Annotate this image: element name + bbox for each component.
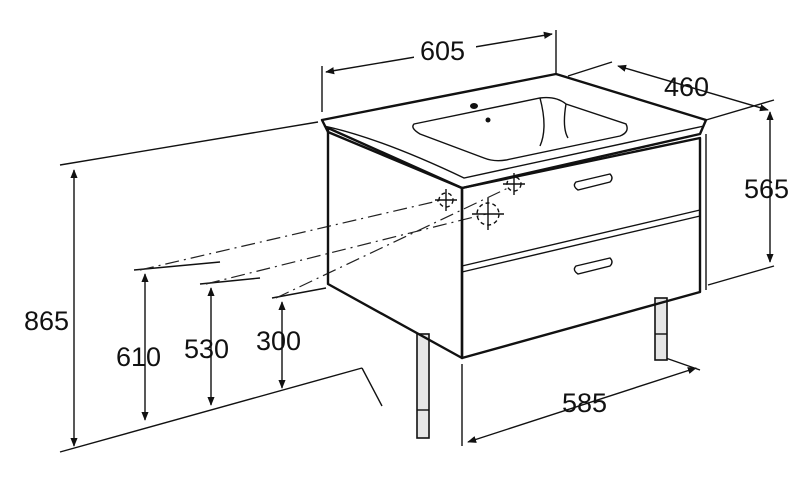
- label-530: 530: [184, 334, 229, 364]
- label-585: 585: [562, 388, 607, 418]
- tap-hole-icon: [470, 103, 478, 109]
- basin-top: [320, 72, 708, 190]
- drawer-divider: [461, 209, 701, 273]
- crosshair-icon-center: [472, 198, 504, 230]
- crosshair-icon-left: [435, 189, 457, 211]
- drain-icon: [485, 117, 491, 123]
- leg-front-left: [416, 333, 430, 439]
- drawer-handle-bottom-icon: [573, 257, 613, 275]
- label-605: 605: [420, 36, 465, 66]
- drawer-handle-top-icon: [573, 173, 613, 191]
- drawer-handles: [573, 173, 613, 275]
- cabinet-front-panel: [460, 136, 702, 360]
- countertop: [320, 72, 708, 190]
- cabinet-body: [326, 126, 707, 360]
- basin-bowl-inner: [539, 97, 569, 147]
- dim-line-460: [617, 64, 769, 112]
- basin-bowl-outer: [412, 96, 628, 162]
- crosshair-icon-right: [503, 173, 525, 195]
- cabinet-legs: [416, 297, 668, 439]
- centre-lines: [139, 187, 509, 299]
- countertop-front-edge: [323, 125, 705, 179]
- cabinet-side-panel: [326, 126, 464, 360]
- label-865: 865: [24, 306, 69, 336]
- label-565: 565: [744, 174, 789, 204]
- label-610: 610: [116, 342, 161, 372]
- pipe-targets: [435, 173, 525, 230]
- dim-line-585: [467, 367, 697, 443]
- label-460: 460: [664, 72, 709, 102]
- leg-back-right: [654, 297, 668, 361]
- label-300: 300: [256, 326, 301, 356]
- dimension-labels: 605 460 565 865 610 530 300 585: [24, 32, 789, 418]
